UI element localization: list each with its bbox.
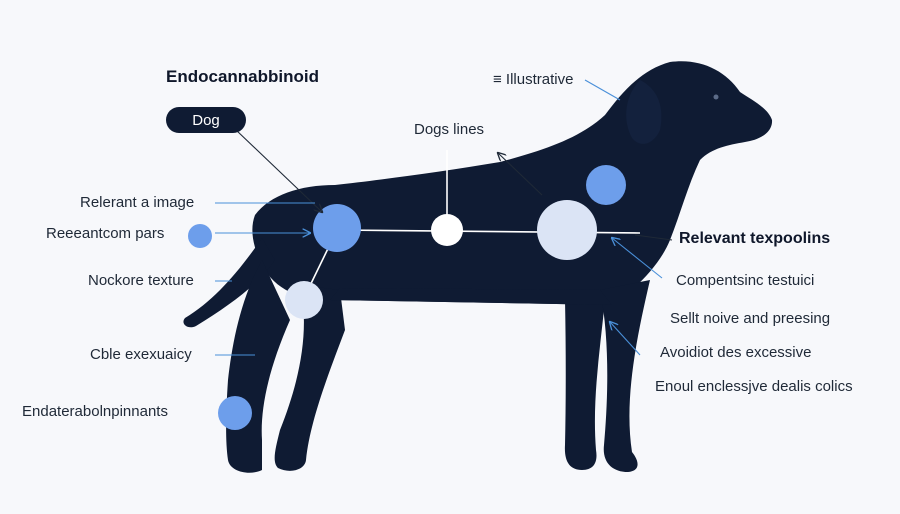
dog-silhouette xyxy=(183,61,773,473)
label-relevant: Relevant texpoolins xyxy=(679,230,831,247)
dog-pill-label: Dog xyxy=(166,107,246,133)
label-dogs-lines: Dogs lines xyxy=(414,121,485,138)
illustrative-callout xyxy=(584,79,621,101)
callout-lines xyxy=(215,79,673,356)
dogs-lines-arrow xyxy=(498,153,543,196)
avoid-callout xyxy=(610,322,641,356)
label-left-3: Nockore texture xyxy=(88,272,194,289)
label-avoid: Avoidiot des excessive xyxy=(660,344,812,361)
pill-callout xyxy=(235,129,322,212)
relevant-callout xyxy=(634,234,673,241)
label-left-1: Relerant a image xyxy=(80,194,195,211)
compensinc-callout xyxy=(612,238,663,279)
label-illustrative: ≡ Illustrative xyxy=(493,71,574,88)
dog-front-leg-rear xyxy=(564,300,605,470)
dog-pill-text: Dog xyxy=(192,111,220,129)
label-sellt: Sellt noive and preesing xyxy=(670,310,831,327)
diagram-title: Endocannabbinoid xyxy=(166,67,319,86)
node-center-white xyxy=(431,214,463,246)
dog-tail xyxy=(183,238,275,328)
node-chest-large xyxy=(537,200,597,260)
dog-eye xyxy=(713,94,719,100)
label-compensinc: Compentsinc testuici xyxy=(676,272,815,289)
node-thigh xyxy=(285,281,323,319)
label-left-5: Endaterabolnpinnants xyxy=(22,403,168,420)
dog-front-leg-front xyxy=(600,280,650,472)
dog-ear xyxy=(626,80,662,144)
node-shoulder xyxy=(586,165,626,205)
nodes xyxy=(188,165,626,430)
node-paw xyxy=(218,396,252,430)
dog-body xyxy=(252,61,773,305)
node-hip xyxy=(313,204,361,252)
label-enoul: Enoul enclessjve dealis colics xyxy=(655,378,853,395)
dog-back-leg-front xyxy=(274,285,345,471)
label-left-4: Cble exexuaicy xyxy=(90,346,192,363)
label-left-2: Reeeantcom pars xyxy=(46,225,165,242)
node-left-standalone xyxy=(188,224,212,248)
